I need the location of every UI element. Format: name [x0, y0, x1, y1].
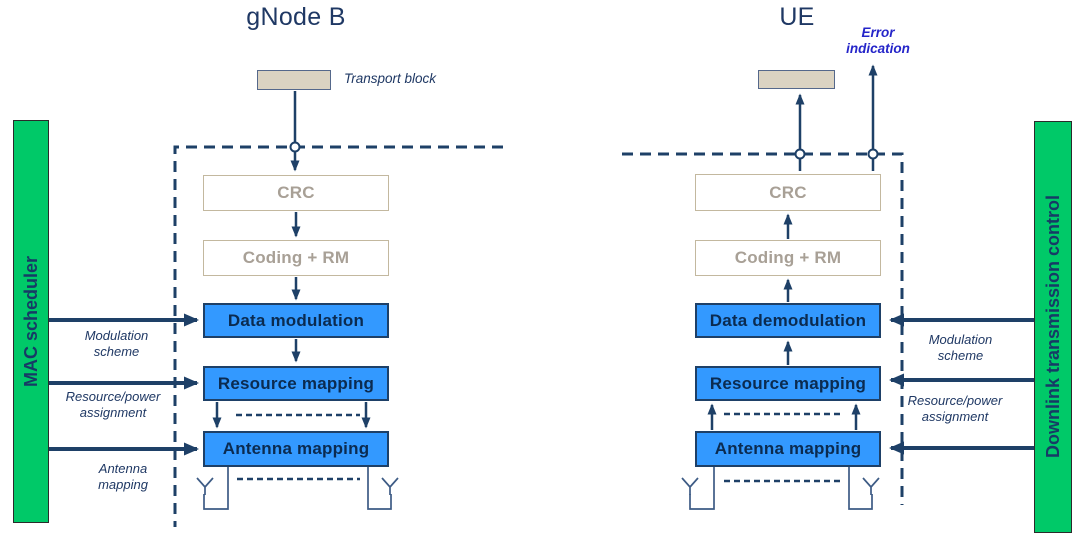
- junction-node: [794, 148, 806, 160]
- label-resource-power-assignment: Resource/power assignment: [65, 389, 161, 421]
- ue-control-arrows: [889, 313, 1034, 455]
- block-resource-mapping: Resource mapping: [695, 366, 881, 401]
- block-coding-rm: Coding + RM: [695, 240, 881, 276]
- ue-received-block-box: [758, 70, 835, 89]
- ue-title: UE: [779, 3, 815, 31]
- downlink-transmission-control-label: Downlink transmission control: [1042, 195, 1063, 459]
- transport-block-box: [257, 70, 331, 90]
- label-modulation-scheme: Modulation scheme: [84, 328, 149, 360]
- antenna-icon: [367, 467, 399, 510]
- antenna-icon: [196, 467, 229, 510]
- block-data-demodulation: Data demodulation: [695, 303, 881, 338]
- block-coding-rm: Coding + RM: [203, 240, 389, 276]
- block-antenna-mapping: Antenna mapping: [695, 431, 881, 467]
- label-modulation-scheme: Modulation scheme: [928, 332, 993, 364]
- block-crc: CRC: [203, 175, 389, 211]
- mac-scheduler-bar: MAC scheduler: [13, 120, 49, 523]
- block-antenna-mapping: Antenna mapping: [203, 431, 389, 467]
- block-crc: CRC: [695, 174, 881, 211]
- transport-block-label: Transport block: [344, 71, 437, 86]
- label-antenna-mapping: Antenna mapping: [98, 461, 148, 493]
- junction-node: [289, 141, 301, 153]
- block-resource-mapping: Resource mapping: [203, 366, 389, 401]
- label-resource-power-assignment: Resource/power assignment: [907, 393, 1003, 425]
- antenna-icon: [848, 467, 880, 510]
- downlink-transmission-control-bar: Downlink transmission control: [1034, 121, 1072, 533]
- gnb-dashed-boundary: [173, 145, 503, 527]
- ue-dashed-boundary: [622, 152, 904, 505]
- block-data-modulation: Data modulation: [203, 303, 389, 338]
- gnb-title: gNode B: [246, 3, 346, 31]
- antenna-icon: [681, 467, 715, 510]
- error-indication-label: Error indication: [846, 25, 910, 57]
- gnb-flow-arrows: [212, 91, 371, 429]
- gnb-control-arrows: [49, 313, 199, 456]
- mac-scheduler-label: MAC scheduler: [20, 255, 41, 388]
- junction-node: [867, 148, 879, 160]
